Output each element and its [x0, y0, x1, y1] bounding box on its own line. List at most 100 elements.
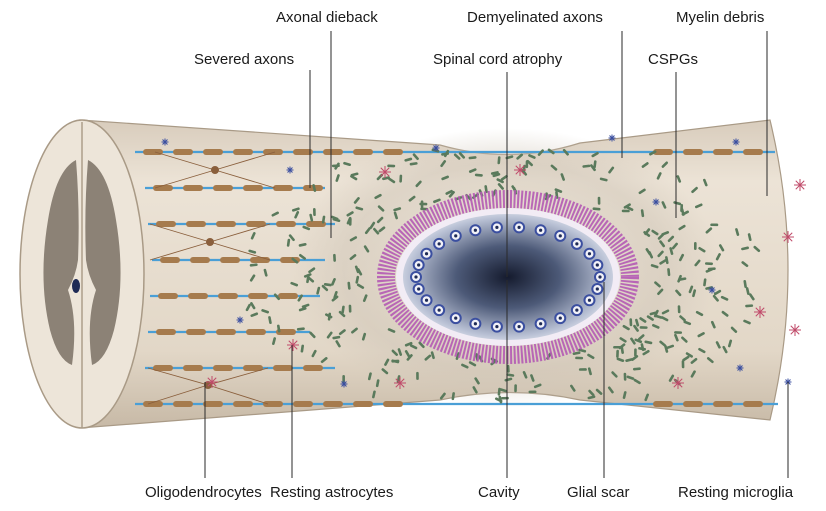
macrophage-nucleus: [596, 287, 599, 290]
macrophage-nucleus: [539, 322, 542, 325]
macrophage-nucleus: [575, 309, 578, 312]
macrophage-nucleus: [495, 325, 498, 328]
glial-cell: [598, 197, 601, 205]
glial-cell: [622, 210, 630, 213]
myelin-segment: [213, 185, 233, 191]
glial-cell: [514, 384, 517, 392]
myelin-segment: [353, 401, 373, 407]
astrocyte: [791, 326, 795, 330]
myelin-segment: [653, 401, 673, 407]
myelin-segment: [353, 149, 373, 155]
glial-cell: [694, 242, 697, 250]
myelin-segment: [173, 401, 193, 407]
macrophage-nucleus: [559, 234, 562, 237]
label-axonal-dieback: Axonal dieback: [276, 9, 378, 27]
myelin-segment: [203, 149, 223, 155]
astrocyte: [796, 181, 800, 185]
myelin-segment: [190, 257, 210, 263]
label-cavity: Cavity: [478, 484, 520, 502]
glial-cell: [629, 318, 632, 326]
macrophage-nucleus: [596, 263, 599, 266]
myelin-segment: [276, 221, 296, 227]
myelin-segment: [233, 401, 253, 407]
label-resting-astrocytes: Resting astrocytes: [270, 484, 393, 502]
glial-cell: [416, 372, 419, 380]
glial-cell: [333, 254, 336, 262]
label-severed-axons: Severed axons: [194, 51, 294, 69]
glial-cell: [313, 208, 316, 216]
glial-cell: [525, 160, 528, 168]
astrocyte: [800, 185, 804, 189]
macrophage-nucleus: [588, 252, 591, 255]
myelin-segment: [743, 401, 763, 407]
macrophage-nucleus: [495, 226, 498, 229]
myelin-segment: [173, 149, 193, 155]
myelin-segment: [183, 185, 203, 191]
myelin-segment: [713, 149, 733, 155]
myelin-segment: [683, 149, 703, 155]
myelin-segment: [156, 329, 176, 335]
myelin-segment: [383, 149, 403, 155]
glial-cell: [674, 331, 682, 334]
macrophage-nucleus: [517, 226, 520, 229]
macrophage-nucleus: [517, 325, 520, 328]
myelin-segment: [713, 401, 733, 407]
glial-cell: [387, 164, 395, 167]
myelin-segment: [220, 257, 240, 263]
label-myelin-debris: Myelin debris: [676, 9, 764, 27]
macrophage-nucleus: [414, 275, 417, 278]
macrophage-nucleus: [454, 317, 457, 320]
myelin-segment: [156, 221, 176, 227]
myelin-segment: [216, 221, 236, 227]
macrophage-nucleus: [425, 299, 428, 302]
myelin-segment: [246, 329, 266, 335]
glial-cell: [678, 305, 681, 313]
glial-cell: [501, 397, 509, 400]
macrophage-nucleus: [438, 242, 441, 245]
myelin-segment: [278, 293, 298, 299]
label-glial-scar: Glial scar: [567, 484, 630, 502]
astrocyte: [791, 330, 795, 334]
myelin-segment: [273, 185, 293, 191]
myelin-segment: [158, 293, 178, 299]
glial-cell: [349, 218, 352, 226]
myelin-segment: [263, 149, 283, 155]
myelin-segment: [216, 329, 236, 335]
label-spinal-cord-atrophy: Spinal cord atrophy: [433, 51, 562, 69]
myelin-segment: [183, 365, 203, 371]
glial-cell: [680, 204, 683, 212]
label-resting-microglia: Resting microglia: [678, 484, 793, 502]
macrophage-nucleus: [417, 263, 420, 266]
astrocyte: [795, 330, 799, 334]
myelin-segment: [160, 257, 180, 263]
myelin-segment: [273, 365, 293, 371]
glial-cell: [419, 203, 427, 206]
label-cspgs: CSPGs: [648, 51, 698, 69]
macrophage-nucleus: [417, 287, 420, 290]
astrocyte: [796, 185, 800, 189]
glial-cell: [575, 357, 583, 360]
cross-section: [20, 120, 144, 428]
oligodendrocyte: [211, 166, 219, 174]
myelin-segment: [383, 401, 403, 407]
macrophage-nucleus: [454, 234, 457, 237]
myelin-segment: [243, 185, 263, 191]
myelin-segment: [293, 401, 313, 407]
glial-cell: [682, 360, 685, 368]
cavity: [403, 214, 613, 340]
glial-cell: [616, 350, 619, 358]
glial-cell: [705, 262, 713, 265]
glial-cell: [399, 175, 402, 183]
myelin-segment: [323, 149, 343, 155]
myelin-segment: [263, 401, 283, 407]
myelin-segment: [213, 365, 233, 371]
myelin-segment: [233, 149, 253, 155]
astrocyte: [788, 237, 792, 241]
label-oligodendrocytes: Oligodendrocytes: [145, 484, 262, 502]
label-demyelinated-axons: Demyelinated axons: [467, 9, 603, 27]
macrophage-nucleus: [588, 299, 591, 302]
myelin-segment: [186, 329, 206, 335]
macrophage-nucleus: [474, 229, 477, 232]
